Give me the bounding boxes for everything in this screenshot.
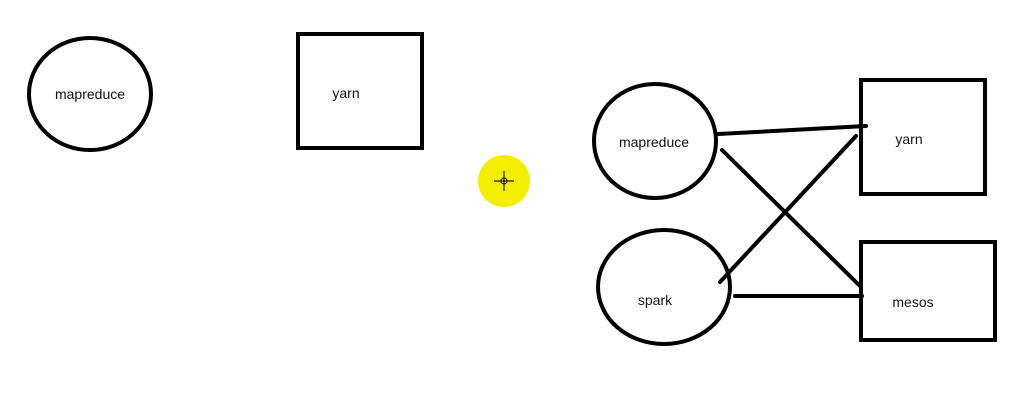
right-yarn-box — [859, 78, 987, 196]
connector-mapreduce-mesos — [720, 148, 862, 288]
right-mesos-node: mesos — [859, 240, 997, 342]
right-spark-ellipse — [596, 228, 732, 346]
left-yarn-label: yarn — [332, 85, 359, 101]
left-yarn-box — [296, 32, 424, 150]
right-yarn-label: yarn — [895, 131, 922, 147]
right-mesos-box — [859, 240, 997, 342]
connectors — [716, 124, 868, 298]
right-mapreduce-node: mapreduce — [592, 82, 718, 200]
right-spark-label: spark — [638, 292, 673, 308]
left-mapreduce-ellipse — [27, 36, 153, 152]
connector-spark-yarn — [718, 134, 858, 284]
right-yarn-node: yarn — [859, 78, 987, 196]
left-mapreduce-label: mapreduce — [55, 86, 125, 102]
right-mapreduce-ellipse — [592, 82, 718, 200]
left-yarn-node: yarn — [296, 32, 424, 150]
right-mesos-label: mesos — [892, 294, 933, 310]
right-mapreduce-label: mapreduce — [619, 134, 689, 150]
crosshair-cursor-icon — [494, 171, 514, 191]
right-spark-node: spark — [596, 228, 732, 346]
cursor-highlight — [478, 155, 530, 207]
connector-mapreduce-yarn — [716, 124, 868, 136]
left-mapreduce-node: mapreduce — [27, 36, 153, 152]
